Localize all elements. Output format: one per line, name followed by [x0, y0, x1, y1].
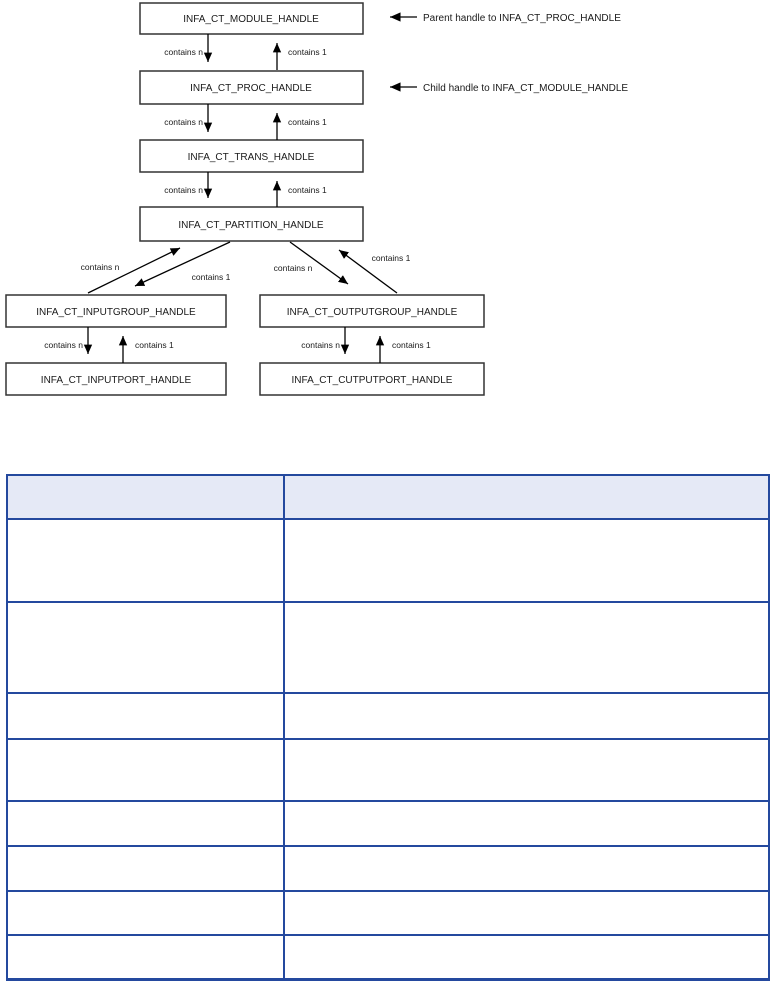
table-cell	[283, 738, 770, 802]
node-trans-handle: INFA_CT_TRANS_HANDLE	[139, 139, 364, 173]
edge-label-contains-1: contains 1	[372, 253, 411, 263]
inputgroup-handle-label: INFA_CT_INPUTGROUP_HANDLE	[36, 307, 196, 318]
table-cell	[6, 934, 285, 981]
table-row	[6, 518, 770, 603]
edge-label-contains-n: contains n	[301, 340, 340, 350]
outputport-handle-label: INFA_CT_CUTPUTPORT_HANDLE	[292, 375, 453, 386]
table-cell	[6, 890, 285, 936]
handle-hierarchy-diagram: INFA_CT_MODULE_HANDLE INFA_CT_PROC_HANDL…	[5, 2, 628, 396]
edge-label-contains-1: contains 1	[288, 47, 327, 57]
outputgroup-handle-box	[259, 294, 485, 328]
node-module-handle: INFA_CT_MODULE_HANDLE	[139, 2, 364, 35]
edge-label-contains-1: contains 1	[192, 272, 231, 282]
edge-label-contains-1: contains 1	[392, 340, 431, 350]
inputgroup-handle-box	[5, 294, 227, 328]
proc-handle-label: INFA_CT_PROC_HANDLE	[190, 83, 312, 94]
table-row	[6, 845, 770, 892]
table-row	[6, 800, 770, 847]
edge-label-contains-1: contains 1	[288, 117, 327, 127]
arrow-outputgroup-to-partition	[338, 249, 398, 294]
partition-handle-box	[139, 206, 364, 242]
arrow-partition-to-outputgroup	[289, 241, 349, 285]
edge-label-contains-1: contains 1	[288, 185, 327, 195]
table-cell	[283, 890, 770, 936]
inputport-handle-label: INFA_CT_INPUTPORT_HANDLE	[41, 375, 192, 386]
table-cell	[283, 518, 770, 603]
edge-label-contains-1: contains 1	[135, 340, 174, 350]
edge-label-contains-n: contains n	[164, 185, 203, 195]
table-cell	[283, 934, 770, 981]
edge-label-contains-n: contains n	[274, 263, 313, 273]
proc-handle-box	[139, 70, 364, 105]
annotation-parent-handle: Parent handle to INFA_CT_PROC_HANDLE	[390, 12, 621, 24]
arrow-partition-to-inputgroup	[134, 241, 231, 287]
node-proc-handle: INFA_CT_PROC_HANDLE	[139, 70, 364, 105]
handle-properties-table	[6, 474, 770, 981]
edge-label-contains-n: contains n	[44, 340, 83, 350]
table-row	[6, 601, 770, 694]
trans-handle-box	[139, 139, 364, 173]
edge-label-contains-n: contains n	[81, 262, 120, 272]
table-cell	[283, 845, 770, 892]
table-cell	[6, 518, 285, 603]
table-row	[6, 738, 770, 802]
inputport-handle-box	[5, 362, 227, 396]
node-inputgroup-handle: INFA_CT_INPUTGROUP_HANDLE	[5, 294, 227, 328]
table-cell	[283, 692, 770, 740]
table-cell	[6, 800, 285, 847]
table-cell	[6, 738, 285, 802]
annotation-parent-handle-text: Parent handle to INFA_CT_PROC_HANDLE	[423, 13, 621, 24]
trans-handle-label: INFA_CT_TRANS_HANDLE	[188, 152, 315, 163]
module-handle-box	[139, 2, 364, 35]
table-cell	[6, 845, 285, 892]
annotation-child-handle-text: Child handle to INFA_CT_MODULE_HANDLE	[423, 83, 628, 94]
table-cell	[6, 601, 285, 694]
module-handle-label: INFA_CT_MODULE_HANDLE	[183, 14, 319, 25]
table-header-cell	[6, 474, 285, 520]
table-cell	[283, 800, 770, 847]
table-row	[6, 934, 770, 981]
node-partition-handle: INFA_CT_PARTITION_HANDLE	[139, 206, 364, 242]
node-outputport-handle: INFA_CT_CUTPUTPORT_HANDLE	[259, 362, 485, 396]
table-cell	[283, 601, 770, 694]
table-header-cell	[283, 474, 770, 520]
node-outputgroup-handle: INFA_CT_OUTPUTGROUP_HANDLE	[259, 294, 485, 328]
node-inputport-handle: INFA_CT_INPUTPORT_HANDLE	[5, 362, 227, 396]
table-row	[6, 692, 770, 740]
table-header-row	[6, 474, 770, 520]
edge-label-contains-n: contains n	[164, 117, 203, 127]
outputport-handle-box	[259, 362, 485, 396]
partition-handle-label: INFA_CT_PARTITION_HANDLE	[178, 220, 324, 231]
arrow-inputgroup-to-partition	[87, 247, 181, 294]
table-row	[6, 890, 770, 936]
annotation-child-handle: Child handle to INFA_CT_MODULE_HANDLE	[390, 82, 628, 94]
edge-label-contains-n: contains n	[164, 47, 203, 57]
table-cell	[6, 692, 285, 740]
outputgroup-handle-label: INFA_CT_OUTPUTGROUP_HANDLE	[287, 307, 458, 318]
